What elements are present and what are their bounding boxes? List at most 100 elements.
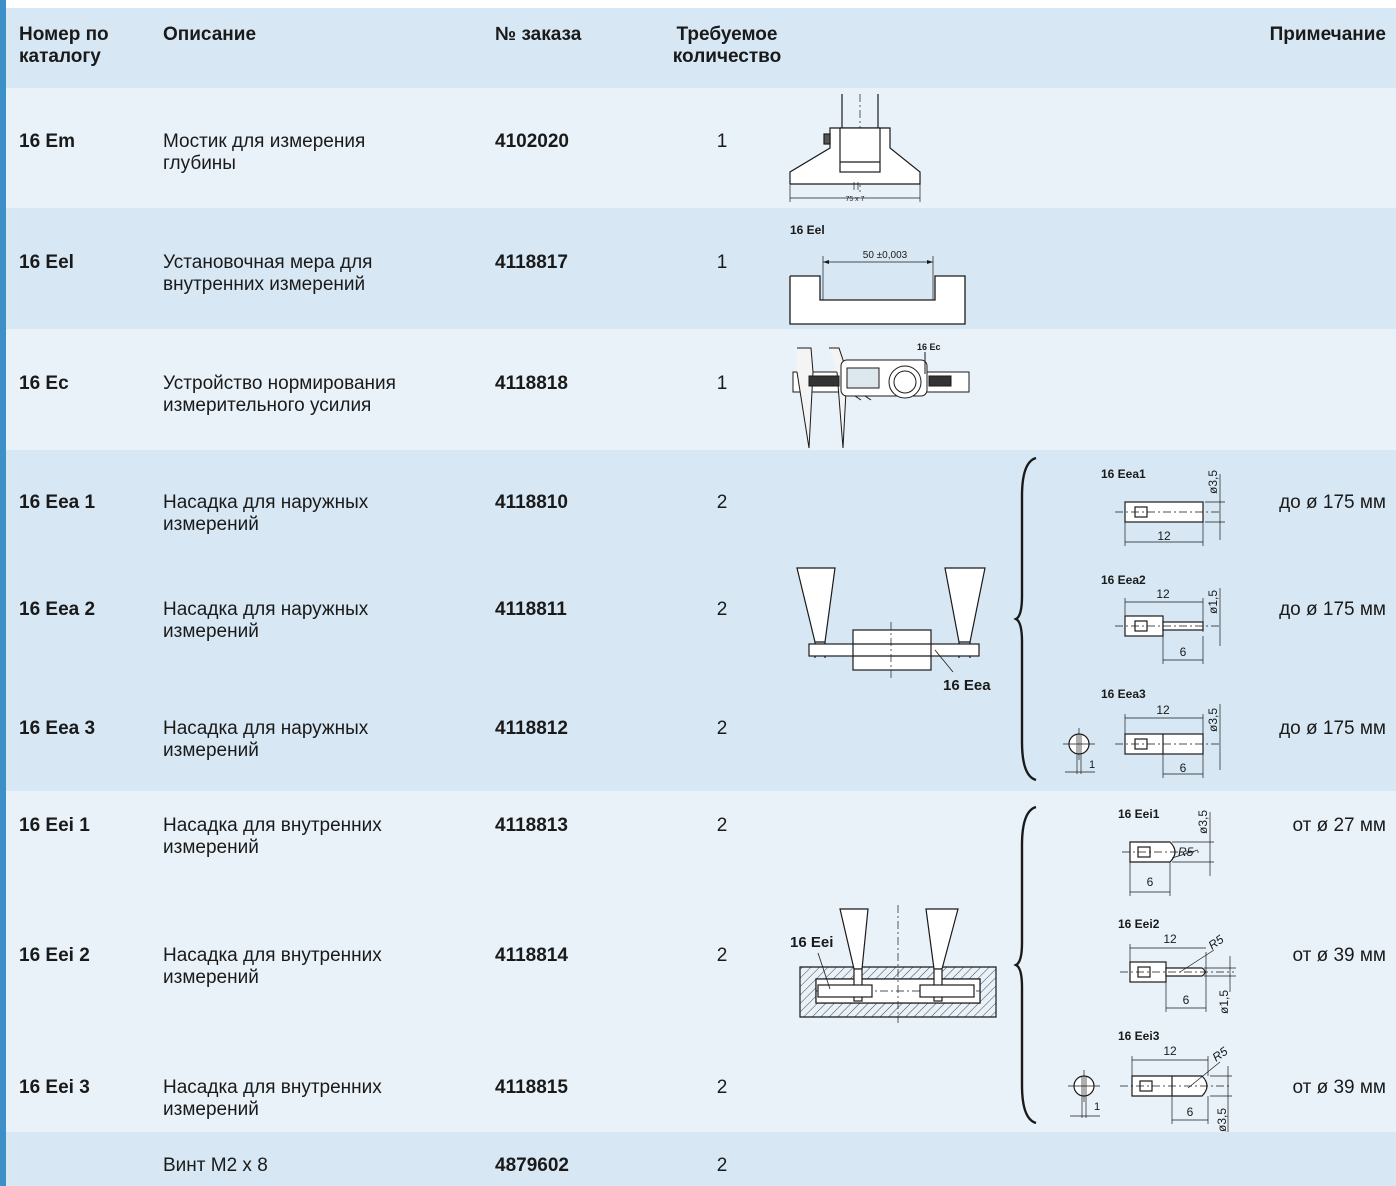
dimension-label: 12 — [1163, 932, 1177, 946]
row-quantity: 2 — [716, 1077, 728, 1098]
eei2-detail-drawing: 16 Eei2 12 6 R5 ø1,5 — [1118, 917, 1236, 1014]
header-description: Описание — [163, 24, 257, 45]
row-band-em — [6, 88, 1396, 208]
header-quantity: Требуемое количество — [672, 24, 782, 67]
row-description: Насадка для наружных измерений — [163, 492, 369, 535]
row-note: от ø 27 мм — [1292, 815, 1386, 836]
row-catalog: 16 Eei 1 — [19, 815, 90, 836]
row-catalog: 16 Eea 3 — [19, 718, 96, 739]
dimension-label: 6 — [1180, 761, 1187, 775]
row-description: Насадка для внутренних измерений — [163, 945, 382, 988]
dimension-label: 50 ±0,003 — [863, 250, 908, 261]
row-order: 4102020 — [495, 131, 569, 152]
drawing-label: 16 Eea3 — [1101, 687, 1146, 701]
row-description: Устройство нормирования измерительного у… — [163, 373, 396, 416]
drawing-label: 16 Eei — [790, 934, 833, 951]
row-order: 4118810 — [495, 492, 568, 513]
row-catalog: 16 Ec — [19, 373, 69, 394]
dimension-label: ø1,5 — [1206, 590, 1220, 614]
header-band — [6, 8, 1396, 88]
row-quantity: 2 — [716, 599, 728, 620]
row-description: Мостик для измерения глубины — [163, 131, 366, 174]
row-quantity: 2 — [716, 492, 728, 513]
dimension-label: ø3,5 — [1206, 470, 1220, 494]
setting-gauge-drawing: 16 Eel 50 ±0,003 — [789, 223, 966, 325]
row-note: до ø 175 мм — [1279, 599, 1386, 620]
header-catalog: Номер по каталогу — [19, 24, 109, 67]
eea2-detail-drawing: 16 Eea2 12 6 ø1,5 — [1101, 573, 1221, 664]
header-order: № заказа — [495, 24, 582, 45]
brace-eei — [1013, 805, 1037, 1125]
dimension-label: 6 — [1187, 1105, 1194, 1119]
row-quantity: 1 — [716, 252, 728, 273]
dimension-label: 6 — [1147, 875, 1154, 889]
row-note: от ø 39 мм — [1292, 1077, 1386, 1098]
eei3-detail-drawing: 16 Eei3 12 1 6 R5 ø3,5 — [1068, 1029, 1232, 1132]
row-order: 4118814 — [495, 945, 568, 966]
dimension-label: 12 — [1156, 587, 1170, 601]
row-band-eel — [6, 208, 1396, 329]
eei1-detail-drawing: 16 Eei1 6 R5 ø3,5 — [1118, 807, 1214, 896]
row-description: Установочная мера для внутренних измерен… — [163, 252, 373, 295]
dimension-label: 75 x 7 — [845, 196, 864, 203]
dimension-label: 1 — [1089, 759, 1095, 771]
row-band-screw — [6, 1132, 1396, 1186]
row-order: 4118815 — [495, 1077, 568, 1098]
row-order: 4118818 — [495, 373, 568, 394]
row-catalog: 16 Eea 2 — [19, 599, 96, 620]
dimension-label: 6 — [1183, 993, 1190, 1007]
row-note: до ø 175 мм — [1279, 718, 1386, 739]
row-catalog: 16 Eei 2 — [19, 945, 90, 966]
row-note: до ø 175 мм — [1279, 492, 1386, 513]
row-band-ec — [6, 329, 1396, 450]
row-description: Насадка для наружных измерений — [163, 718, 369, 761]
drawing-label: 16 Eea — [943, 677, 991, 694]
row-quantity: 2 — [716, 945, 728, 966]
dimension-label: R5 — [1210, 1044, 1231, 1064]
row-description: Насадка для внутренних измерений — [163, 1077, 382, 1120]
row-order: 4118811 — [495, 599, 567, 620]
row-quantity: 2 — [716, 815, 728, 836]
left-accent-bar — [0, 0, 6, 1186]
depth-bridge-drawing: 75 x 7 — [789, 94, 921, 203]
drawing-label: 16 Ec — [917, 342, 941, 352]
eea3-detail-drawing: 16 Eea3 12 1 6 ø3,5 — [1063, 687, 1221, 778]
row-order: 4118813 — [495, 815, 568, 836]
dimension-label: ø1,5 — [1217, 990, 1231, 1014]
dimension-label: ø3,5 — [1215, 1108, 1229, 1132]
row-quantity: 2 — [716, 1155, 728, 1176]
dimension-label: 1 — [1094, 1101, 1100, 1113]
row-quantity: 2 — [716, 718, 728, 739]
dimension-label: ø3,5 — [1206, 708, 1220, 732]
dimension-label: 12 — [1157, 529, 1171, 543]
row-description: Винт M2 x 8 — [163, 1155, 268, 1176]
force-device-drawing: 16 Ec — [792, 342, 970, 449]
row-catalog: 16 Eea 1 — [19, 492, 96, 513]
outside-measurement-drawing: 16 Eea — [796, 567, 991, 694]
dimension-label: R5 — [1206, 932, 1227, 952]
row-quantity: 1 — [716, 373, 728, 394]
dimension-label: 12 — [1163, 1044, 1177, 1058]
drawing-label: 16 Eel — [790, 223, 825, 237]
drawing-label: 16 Eea2 — [1101, 573, 1146, 587]
row-order: 4879602 — [495, 1155, 569, 1176]
row-quantity: 1 — [716, 131, 728, 152]
row-order: 4118812 — [495, 718, 568, 739]
row-catalog: 16 Em — [19, 131, 75, 152]
drawing-label: 16 Eei3 — [1118, 1029, 1160, 1043]
drawing-label: 16 Eei1 — [1118, 807, 1160, 821]
brace-eea — [1013, 456, 1037, 782]
top-margin — [0, 0, 1396, 8]
eea1-detail-drawing: 16 Eea1 12 ø3,5 — [1101, 467, 1225, 546]
row-catalog: 16 Eei 3 — [19, 1077, 90, 1098]
drawing-label: 16 Eea1 — [1101, 467, 1146, 481]
row-catalog: 16 Eel — [19, 252, 74, 273]
drawing-label: 16 Eei2 — [1118, 917, 1160, 931]
header-note: Примечание — [1269, 24, 1386, 45]
dimension-label: ø3,5 — [1196, 810, 1210, 834]
row-description: Насадка для внутренних измерений — [163, 815, 382, 858]
row-description: Насадка для наружных измерений — [163, 599, 369, 642]
row-note: от ø 39 мм — [1292, 945, 1386, 966]
row-order: 4118817 — [495, 252, 568, 273]
